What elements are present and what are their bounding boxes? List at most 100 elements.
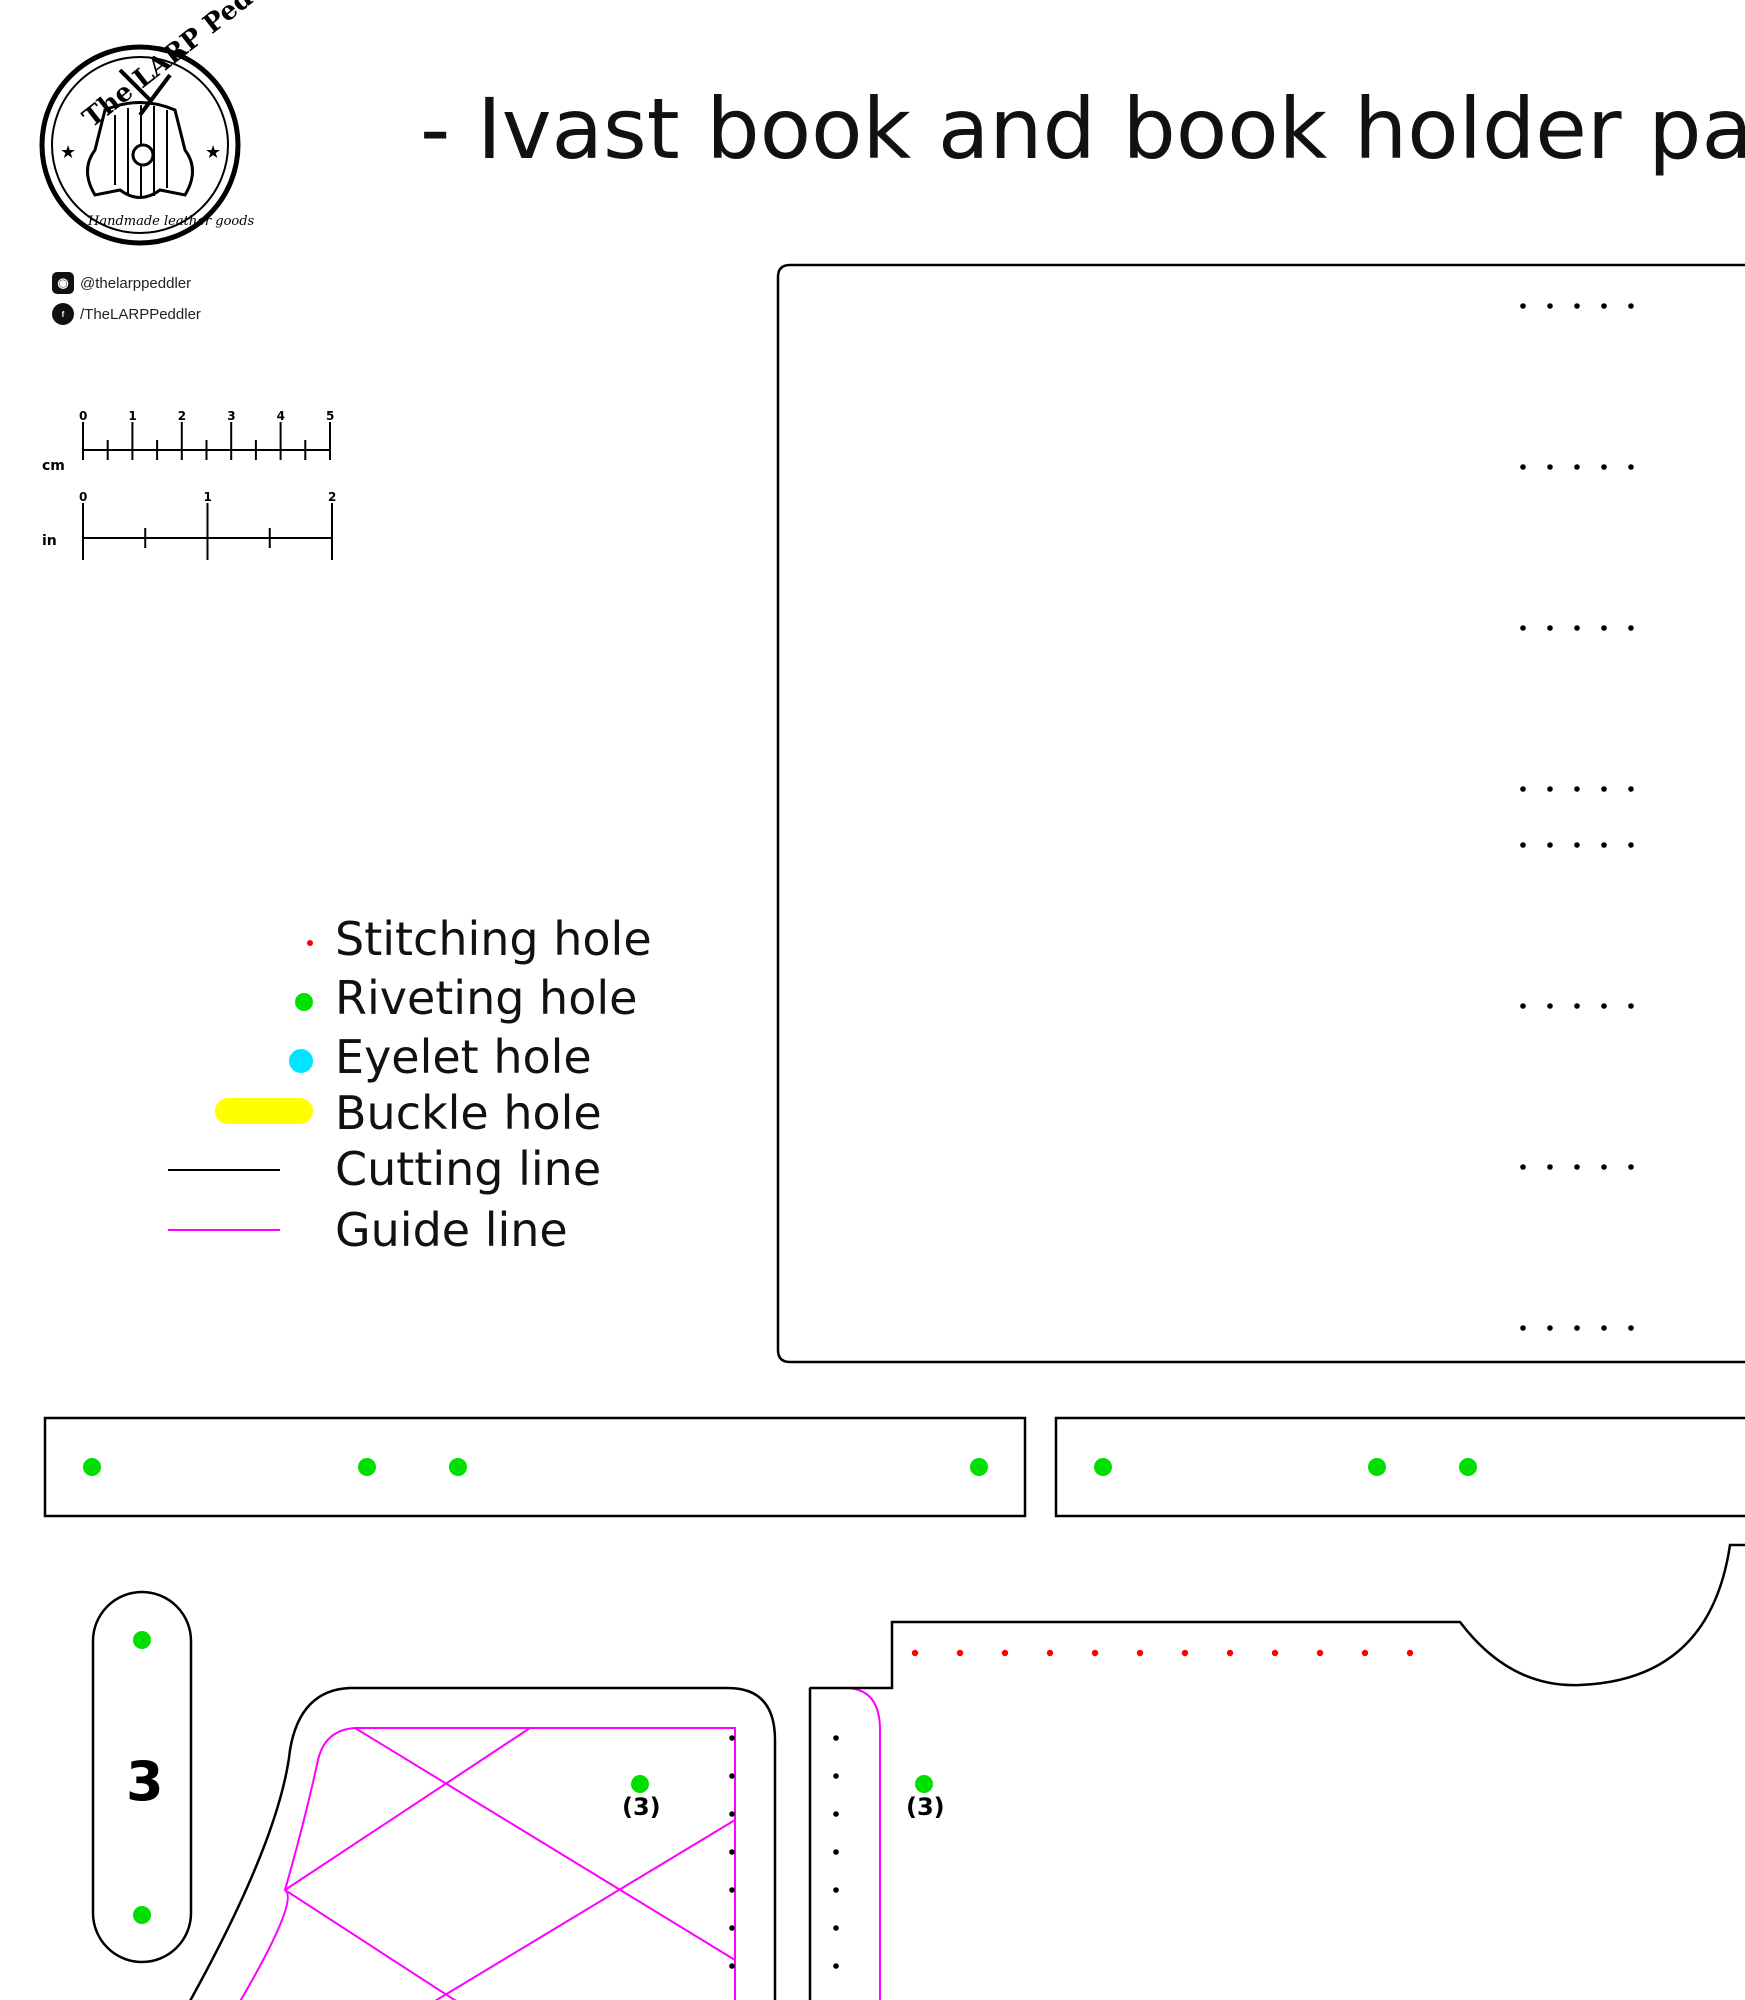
social-facebook: f /TheLARPPeddler: [52, 303, 201, 325]
stitching-hole: [956, 1649, 964, 1657]
strip-stitch-column: [833, 1735, 839, 1969]
hole-mark: [1601, 842, 1607, 848]
hole-mark: [1547, 1325, 1553, 1331]
hole-mark: [1520, 1325, 1526, 1331]
ruler-in-tick-label: 2: [328, 490, 336, 504]
hole-mark: [1574, 1164, 1580, 1170]
hole-mark: [1601, 625, 1607, 631]
legend-stitching-symbol: [307, 940, 313, 946]
hole-mark: [1628, 464, 1634, 470]
stitching-mark: [729, 1849, 735, 1855]
legend-label-eyelet: Eyelet hole: [335, 1030, 592, 1084]
hole-mark: [1601, 1003, 1607, 1009]
stitching-hole: [1316, 1649, 1324, 1657]
hole-mark: [1520, 786, 1526, 792]
hole-mark: [1628, 1325, 1634, 1331]
ruler-in-tick-label: 1: [204, 490, 212, 504]
stitching-mark: [833, 1963, 839, 1969]
hole-mark: [1520, 303, 1526, 309]
pill-piece-number: 3: [126, 1750, 164, 1813]
hole-mark: [1628, 303, 1634, 309]
hole-mark: [1601, 786, 1607, 792]
hole-mark: [1547, 625, 1553, 631]
pill-piece: [91, 1590, 193, 1964]
ruler-in-tick-label: 0: [79, 490, 87, 504]
stitching-mark: [729, 1811, 735, 1817]
hole-mark: [1520, 842, 1526, 848]
panel-stitch-column: [729, 1735, 735, 1969]
riveting-hole: [133, 1631, 151, 1649]
scale-cm-label: cm: [42, 458, 65, 474]
svg-text:★: ★: [205, 142, 221, 163]
hole-mark: [1574, 1003, 1580, 1009]
stitching-mark: [833, 1887, 839, 1893]
hole-mark: [1547, 842, 1553, 848]
stitching-hole: [1091, 1649, 1099, 1657]
strap-piece-right: [1054, 1416, 1745, 1518]
legend-eyelet-symbol: [289, 1049, 313, 1073]
riveting-hole: [83, 1458, 101, 1476]
legend-buckle-symbol: [215, 1098, 313, 1124]
brand-logo: ★ ★ The LARP Peddler Handmade leather go…: [39, 0, 305, 246]
hole-mark: [1574, 842, 1580, 848]
hole-mark: [1574, 1325, 1580, 1331]
riveting-hole: [970, 1458, 988, 1476]
page-title: - Ivast book and book holder patt: [420, 80, 1745, 178]
riveting-hole: [1094, 1458, 1112, 1476]
stitching-mark: [833, 1773, 839, 1779]
ruler-cm-tick-label: 0: [79, 409, 87, 423]
holder-strip: [808, 1687, 881, 2000]
panel-stitch-row: [911, 1649, 1414, 1657]
ruler-cm-tick-label: 3: [227, 409, 235, 423]
riveting-hole: [358, 1458, 376, 1476]
ruler-cm-tick-label: 5: [326, 409, 334, 423]
stitching-hole: [1226, 1649, 1234, 1657]
stitching-mark: [833, 1811, 839, 1817]
legend-label-stitching: Stitching hole: [335, 912, 652, 966]
stitching-mark: [729, 1735, 735, 1741]
legend-riveting-symbol: [295, 993, 313, 1011]
hole-mark: [1628, 842, 1634, 848]
stitching-hole: [1271, 1649, 1279, 1657]
hole-mark: [1574, 786, 1580, 792]
hole-mark: [1520, 464, 1526, 470]
stitching-hole: [1136, 1649, 1144, 1657]
hole-mark: [1520, 1003, 1526, 1009]
svg-text:★: ★: [60, 142, 76, 163]
stitching-mark: [729, 1773, 735, 1779]
social-instagram: ◉ @thelarppeddler: [52, 272, 191, 294]
hole-mark: [1601, 1325, 1607, 1331]
riveting-hole: [133, 1906, 151, 1924]
facebook-handle: /TheLARPPeddler: [80, 305, 201, 323]
facebook-icon: f: [52, 303, 74, 325]
cover-hole-rows: [1520, 303, 1634, 1331]
hole-mark: [1628, 786, 1634, 792]
legend-label-riveting: Riveting hole: [335, 971, 638, 1025]
stitching-mark: [729, 1925, 735, 1931]
rivet-group-label: (3): [622, 1793, 661, 1821]
ruler-cm-tick-label: 1: [128, 409, 136, 423]
hole-mark: [1520, 625, 1526, 631]
brand-logo-tagline: Handmade leather goods: [87, 214, 255, 229]
riveting-hole: [1368, 1458, 1386, 1476]
stitching-hole: [1406, 1649, 1414, 1657]
instagram-handle: @thelarppeddler: [80, 274, 192, 292]
riveting-hole: [449, 1458, 467, 1476]
hole-mark: [1520, 1164, 1526, 1170]
scale-in-label: in: [42, 533, 57, 549]
legend-label-guide: Guide line: [335, 1203, 568, 1257]
hole-mark: [1601, 464, 1607, 470]
hole-mark: [1547, 786, 1553, 792]
stitching-mark: [729, 1887, 735, 1893]
holder-panel-left: [189, 1686, 777, 2000]
stitching-hole: [911, 1649, 919, 1657]
stitching-mark: [729, 1963, 735, 1969]
hole-mark: [1574, 464, 1580, 470]
legend-label-buckle: Buckle hole: [335, 1086, 602, 1140]
stitching-mark: [833, 1735, 839, 1741]
stitching-mark: [833, 1849, 839, 1855]
hole-mark: [1628, 1164, 1634, 1170]
stitching-hole: [1181, 1649, 1189, 1657]
hole-mark: [1628, 1003, 1634, 1009]
